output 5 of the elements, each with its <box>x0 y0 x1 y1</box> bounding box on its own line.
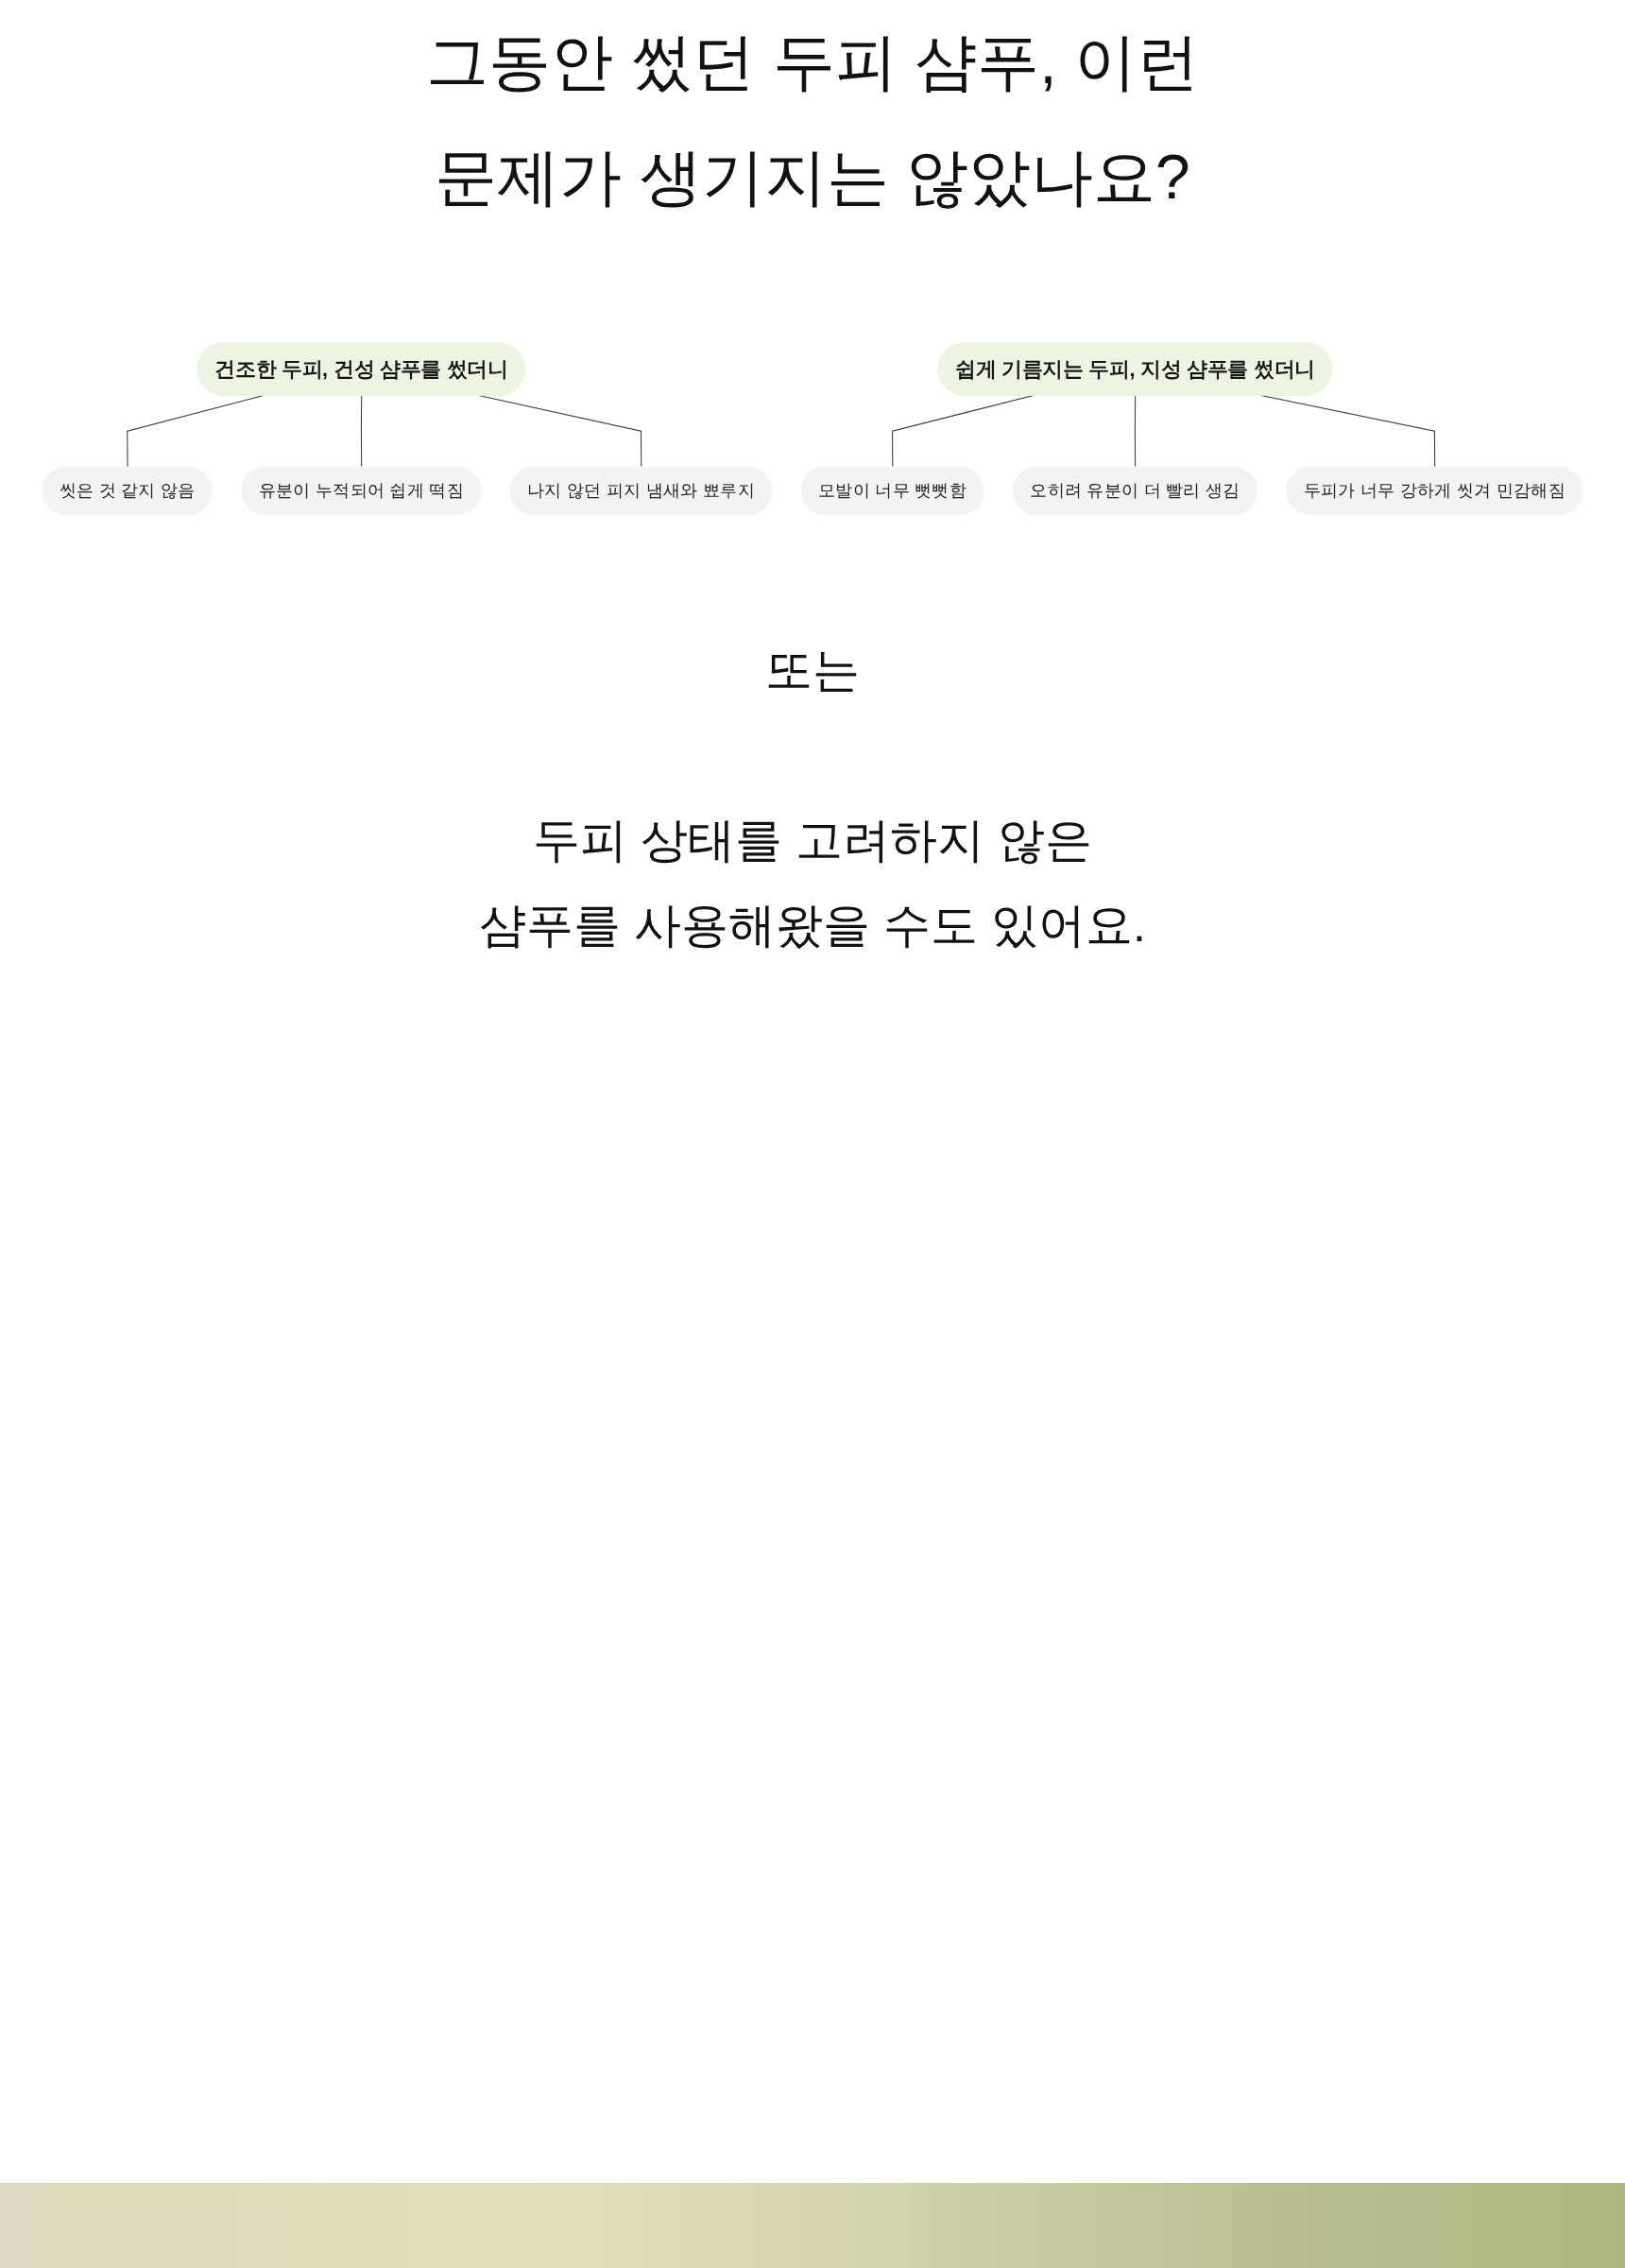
connector <box>1134 395 1137 469</box>
note-text: 두피 상태를 고려하지 않은 샴푸를 사용해왔을 수도 있어요. <box>478 812 1147 954</box>
connector <box>360 395 363 469</box>
note-text: 또는 <box>764 642 861 698</box>
title: 그동안 썼던 두피 샴푸, 이런 문제가 생기지는 않았나요? <box>425 26 1200 215</box>
